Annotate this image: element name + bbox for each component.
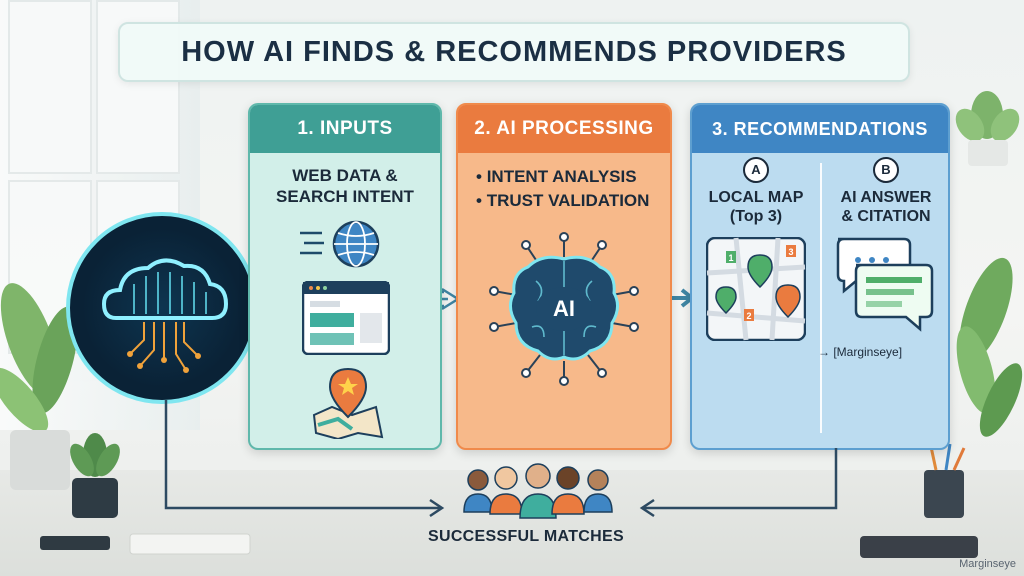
- title-banner: HOW AI FINDS & RECOMMENDS PROVIDERS: [118, 22, 910, 82]
- panel-inputs-heading: 1. INPUTS: [250, 105, 440, 153]
- local-map-title: LOCAL MAP: [694, 188, 818, 207]
- inputs-description: WEB DATA & SEARCH INTENT: [250, 165, 440, 207]
- map-pin-3-label: 3: [788, 247, 793, 257]
- local-map-subtitle: (Top 3): [694, 207, 818, 226]
- panel-ai-heading: 2. AI PROCESSING: [458, 105, 670, 153]
- plant-small-left-icon: [60, 430, 130, 520]
- people-group-icon: [458, 462, 618, 520]
- pencil-cup-icon: [916, 440, 976, 520]
- desk-items-icon: [40, 530, 260, 560]
- page-title: HOW AI FINDS & RECOMMENDS PROVIDERS: [181, 36, 847, 69]
- local-map-pins-icon: 1 2 3: [706, 237, 806, 341]
- inputs-line-1: WEB DATA &: [250, 165, 440, 186]
- watermark: Marginseye: [959, 558, 1016, 570]
- panel-recommendations: 3. RECOMMENDATIONS A LOCAL MAP (Top 3) 1…: [690, 103, 950, 450]
- panel-ai-processing: 2. AI PROCESSING INTENT ANALYSIS TRUST V…: [456, 103, 672, 450]
- successful-matches-label: SUCCESSFUL MATCHES: [428, 528, 624, 546]
- chat-bubbles-icon: [834, 235, 938, 333]
- citation-link[interactable]: → [Marginseye]: [818, 345, 902, 359]
- plant-right-shelf-icon: [950, 90, 1024, 180]
- map-pin-1-label: 1: [728, 253, 733, 263]
- panel-inputs: 1. INPUTS WEB DATA & SEARCH INTENT: [248, 103, 442, 450]
- ai-answer-subtitle: & CITATION: [824, 207, 948, 226]
- ai-bullet-trust: TRUST VALIDATION: [476, 189, 649, 213]
- rec-col-local-map: A LOCAL MAP (Top 3): [694, 157, 818, 226]
- ai-brain-label: AI: [536, 287, 592, 331]
- ai-answer-title: AI ANSWER: [824, 188, 948, 207]
- ai-bullet-list: INTENT ANALYSIS TRUST VALIDATION: [476, 165, 649, 213]
- inputs-line-2: SEARCH INTENT: [250, 186, 440, 207]
- badge-a: A: [743, 157, 769, 183]
- panel-recommendations-heading: 3. RECOMMENDATIONS: [692, 105, 948, 153]
- rec-col-ai-answer: B AI ANSWER & CITATION: [824, 157, 948, 226]
- cloud-data-icon: [64, 210, 260, 406]
- browser-window-icon: [302, 281, 390, 355]
- ai-bullet-intent: INTENT ANALYSIS: [476, 165, 649, 189]
- recommendations-divider: [820, 163, 822, 433]
- map-pin-2-label: 2: [746, 311, 751, 321]
- globe-icon: [300, 219, 390, 269]
- badge-b: B: [873, 157, 899, 183]
